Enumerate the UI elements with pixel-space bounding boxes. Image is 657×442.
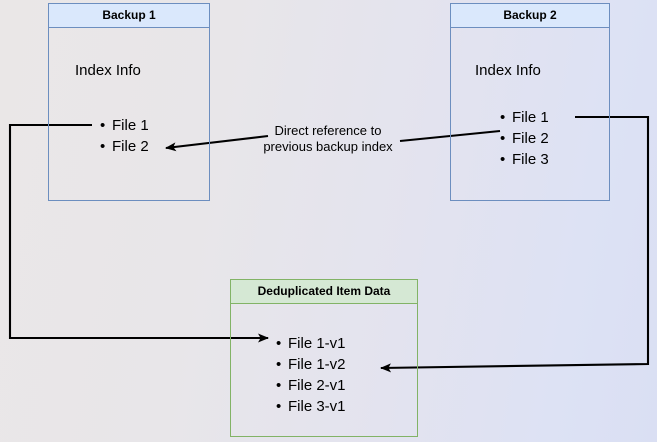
- list-item: File 3-v1: [276, 396, 346, 417]
- node-backup-1-body: Index Info File 1 File 2: [49, 28, 209, 199]
- list-item: File 1-v1: [276, 333, 346, 354]
- node-backup-1-index-label: Index Info: [75, 62, 141, 79]
- list-item: File 2-v1: [276, 375, 346, 396]
- edge-backup2-to-dedup: [380, 115, 650, 373]
- node-backup-2-index-label: Index Info: [475, 62, 541, 79]
- node-backup-2[interactable]: Backup 2 Index Info File 1 File 2 File 3: [450, 3, 610, 201]
- node-backup-2-header: Backup 2: [451, 4, 609, 28]
- node-backup-1-file-list: File 1 File 2: [100, 115, 149, 157]
- node-deduplicated-item-data-body: File 1-v1 File 1-v2 File 2-v1 File 3-v1: [231, 304, 417, 434]
- node-backup-1[interactable]: Backup 1 Index Info File 1 File 2: [48, 3, 210, 201]
- node-deduplicated-item-data-header: Deduplicated Item Data: [231, 280, 417, 304]
- node-backup-2-body: Index Info File 1 File 2 File 3: [451, 28, 609, 199]
- list-item: File 1: [500, 107, 549, 128]
- list-item: File 2: [100, 136, 149, 157]
- list-item: File 3: [500, 149, 549, 170]
- list-item: File 1: [100, 115, 149, 136]
- node-deduplicated-item-data-file-list: File 1-v1 File 1-v2 File 2-v1 File 3-v1: [276, 333, 346, 417]
- node-deduplicated-item-data[interactable]: Deduplicated Item Data File 1-v1 File 1-…: [230, 279, 418, 437]
- list-item: File 1-v2: [276, 354, 346, 375]
- edge-label-direct-reference: Direct reference to previous backup inde…: [263, 123, 393, 154]
- list-item: File 2: [500, 128, 549, 149]
- node-backup-1-header: Backup 1: [49, 4, 209, 28]
- edge-backup1-to-dedup: [8, 123, 269, 343]
- node-backup-2-file-list: File 1 File 2 File 3: [500, 107, 549, 170]
